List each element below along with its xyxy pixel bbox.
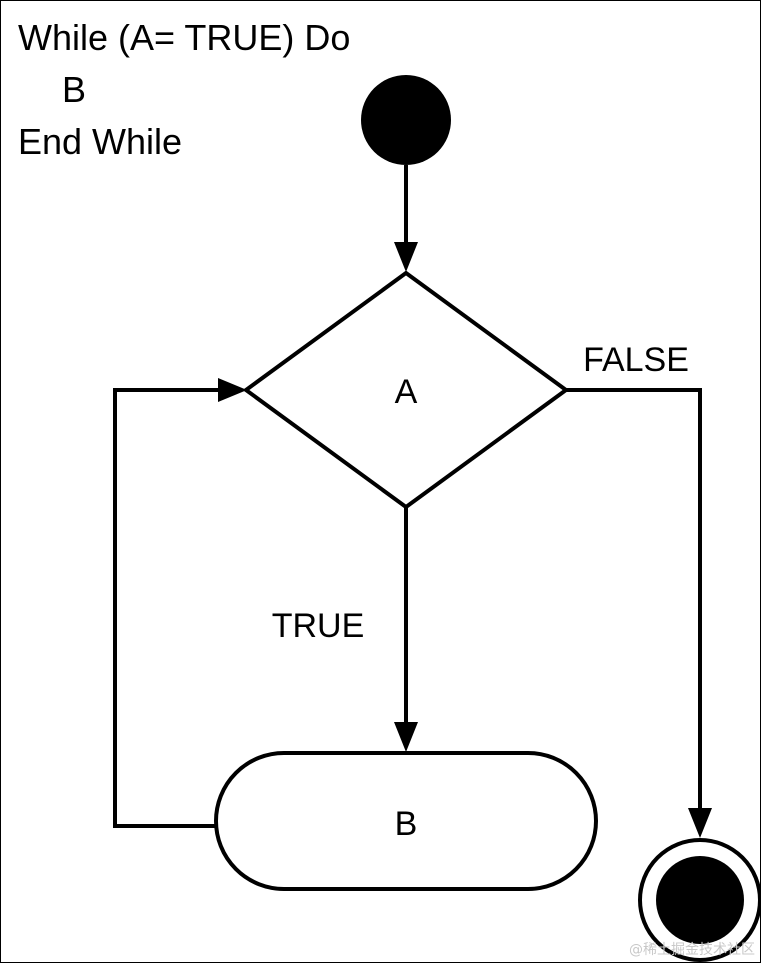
pseudocode-line-while: While (A= TRUE) Do bbox=[18, 17, 351, 58]
arrowhead-start-to-decision bbox=[394, 242, 418, 272]
true-label: TRUE bbox=[272, 607, 365, 645]
edge-false bbox=[566, 388, 702, 822]
false-label: FALSE bbox=[583, 341, 689, 379]
decision-label: A bbox=[395, 373, 418, 411]
pseudocode-line-endwhile: End While bbox=[18, 121, 183, 162]
process-node bbox=[214, 751, 598, 891]
pseudocode-line-body: B bbox=[62, 69, 87, 110]
edge-loop-back bbox=[113, 388, 232, 828]
watermark-text: @稀土掘金技术社区 bbox=[629, 942, 755, 958]
process-label: B bbox=[395, 805, 418, 843]
arrowhead-true bbox=[394, 722, 418, 752]
arrowhead-false bbox=[688, 808, 712, 838]
start-node bbox=[361, 75, 451, 165]
arrowhead-loop-back bbox=[218, 378, 247, 402]
end-node-core bbox=[656, 856, 744, 944]
pseudocode-block: While (A= TRUE) Do B End While bbox=[18, 12, 350, 168]
